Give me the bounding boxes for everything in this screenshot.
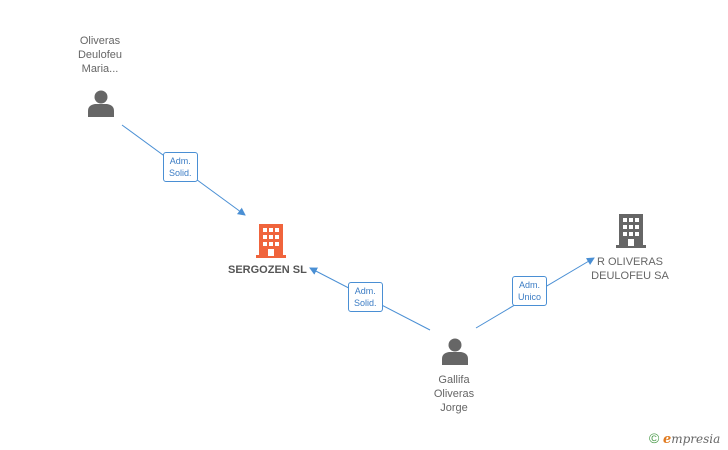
building-icon[interactable]: [256, 224, 286, 258]
empresia-logo[interactable]: © empresia: [649, 430, 721, 447]
person-icon[interactable]: [87, 89, 115, 117]
relation-badge[interactable]: Adm. Solid.: [163, 152, 198, 182]
person-top-name[interactable]: Oliveras Deulofeu Maria...: [77, 35, 123, 75]
main-company-name[interactable]: SERGOZEN SL: [228, 264, 307, 276]
person-bottom-name[interactable]: Gallifa Oliveras Jorge: [433, 374, 475, 414]
relation-badge[interactable]: Adm. Unico: [512, 276, 548, 306]
person-icon[interactable]: [441, 337, 469, 365]
right-company-name[interactable]: R OLIVERAS DEULOFEU SA: [591, 256, 669, 282]
building-icon[interactable]: [616, 214, 646, 248]
copyright-icon: ©: [649, 430, 660, 446]
relation-badge[interactable]: Adm. Solid.: [348, 282, 383, 312]
